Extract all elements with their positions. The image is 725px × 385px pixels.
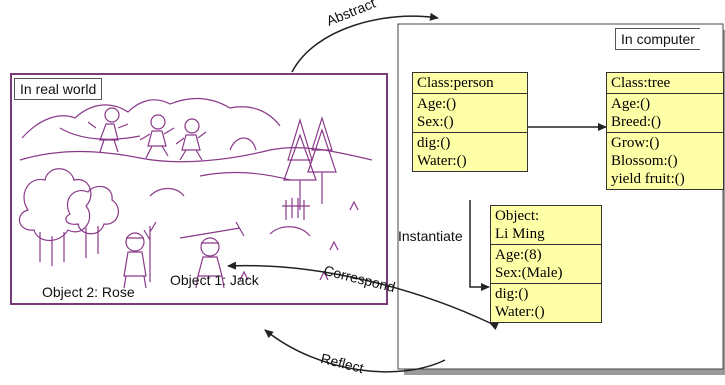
attribute: Sex:(Male): [495, 265, 563, 281]
computer-tag: In computer: [615, 28, 700, 50]
object-methods: dig:() Water:(): [491, 283, 601, 322]
method: yield fruit:(): [611, 171, 685, 187]
class-tree-box: Class:tree Age:() Breed:() Grow:() Bloss…: [606, 72, 724, 190]
class-title: Class:person: [417, 75, 494, 91]
object2-label: Object 2: Rose: [42, 284, 135, 300]
object1-label: Object 1: Jack: [170, 272, 259, 288]
class-tree-title: Class:tree: [607, 73, 723, 93]
instantiate-label: Instantiate: [398, 228, 463, 244]
method: dig:(): [495, 286, 529, 302]
method: Grow:(): [611, 135, 660, 151]
class-person-methods: dig:() Water:(): [413, 132, 527, 171]
class-title: Class:tree: [611, 75, 671, 91]
class-tree-methods: Grow:() Blossom:() yield fruit:(): [607, 132, 723, 189]
object-liming-box: Object: Li Ming Age:(8) Sex:(Male) dig:(…: [490, 205, 602, 323]
abstract-arrow: [291, 12, 439, 73]
object-attributes: Age:(8) Sex:(Male): [491, 244, 601, 283]
object-title-line: Object:: [495, 208, 540, 224]
attribute: Sex:(): [417, 114, 454, 130]
correspond-arrow: [227, 261, 499, 331]
attribute: Breed:(): [611, 114, 661, 130]
class-person-attributes: Age:() Sex:(): [413, 93, 527, 132]
attribute: Age:(): [417, 96, 457, 112]
instantiate-arrow: [469, 200, 490, 291]
attribute: Age:(): [611, 96, 651, 112]
object-title: Object: Li Ming: [491, 206, 601, 244]
method: Blossom:(): [611, 153, 678, 169]
reflect-arrow: [264, 329, 446, 373]
class-tree-attributes: Age:() Breed:(): [607, 93, 723, 132]
real-world-tag: In real world: [14, 78, 103, 100]
attribute: Age:(8): [495, 247, 542, 263]
class-person-box: Class:person Age:() Sex:() dig:() Water:…: [412, 72, 528, 172]
playground-sketch: [18, 97, 373, 289]
method: Water:(): [495, 304, 545, 320]
class-person-title: Class:person: [413, 73, 527, 93]
object-title-line: Li Ming: [495, 226, 545, 242]
method: dig:(): [417, 135, 451, 151]
method: Water:(): [417, 153, 467, 169]
